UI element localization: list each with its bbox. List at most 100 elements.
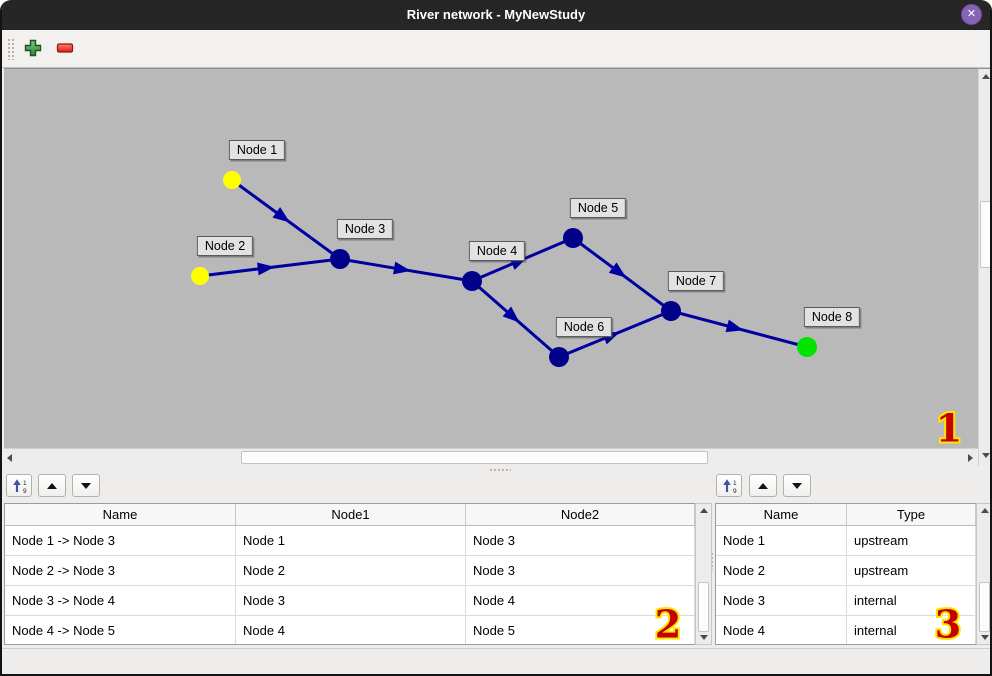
vertical-scroll-thumb[interactable] <box>980 201 990 268</box>
node-label-node-2[interactable]: Node 2 <box>196 236 254 256</box>
close-icon: ✕ <box>966 8 977 20</box>
scroll-up-arrow-icon[interactable] <box>981 508 989 513</box>
node-label-node-3[interactable]: Node 3 <box>336 219 394 239</box>
nodes-move-down-button[interactable] <box>783 474 811 497</box>
edge-arrow-icon <box>608 262 627 278</box>
column-header-name[interactable]: Name <box>716 504 847 525</box>
table-cell[interactable]: upstream <box>847 526 976 555</box>
column-header-name[interactable]: Name <box>5 504 236 525</box>
sort-numeric-icon: 1 9 <box>12 478 27 494</box>
edge-arrow-icon <box>725 319 744 333</box>
remove-button[interactable] <box>54 37 76 59</box>
table-cell[interactable]: Node 5 <box>466 616 695 644</box>
links-move-up-button[interactable] <box>38 474 66 497</box>
node-label-node-4[interactable]: Node 4 <box>468 241 526 261</box>
table-cell[interactable]: Node 4 <box>236 616 466 644</box>
table-cell[interactable]: Node 2 -> Node 3 <box>5 556 236 585</box>
status-bar <box>2 648 990 674</box>
horizontal-scroll-thumb[interactable] <box>241 451 708 464</box>
scroll-left-arrow-icon[interactable] <box>7 454 12 462</box>
triangle-up-icon <box>758 482 768 489</box>
table-cell[interactable]: Node 3 <box>466 556 695 585</box>
table-cell[interactable]: Node 2 <box>716 556 847 585</box>
window-title: River network - MyNewStudy <box>406 7 586 22</box>
network-canvas[interactable]: Node 1 Node 2 Node 3 Node 4 Node 5 Node 6 Node… <box>4 68 978 448</box>
scroll-right-arrow-icon[interactable] <box>968 454 973 462</box>
sort-numeric-icon: 1 9 <box>722 478 737 494</box>
node-circle-node-6[interactable] <box>549 347 569 367</box>
links-table-scrollbar[interactable] <box>695 503 712 645</box>
svg-text:9: 9 <box>733 488 737 494</box>
column-header-type[interactable]: Type <box>847 504 976 525</box>
nodes-table-scrollbar[interactable] <box>976 503 990 645</box>
scroll-down-arrow-icon[interactable] <box>982 453 990 458</box>
scroll-down-arrow-icon[interactable] <box>981 635 989 640</box>
column-header-node1[interactable]: Node1 <box>236 504 466 525</box>
table-splitter-handle[interactable] <box>710 552 714 570</box>
node-circle-node-1[interactable] <box>223 171 241 189</box>
svg-text:1: 1 <box>23 480 27 487</box>
node-label-node-6[interactable]: Node 6 <box>555 317 613 337</box>
table-cell[interactable]: upstream <box>847 556 976 585</box>
table-cell[interactable]: Node 4 -> Node 5 <box>5 616 236 644</box>
node-circle-node-4[interactable] <box>462 271 482 291</box>
vertical-scroll-thumb[interactable] <box>698 582 709 632</box>
node-label-node-7[interactable]: Node 7 <box>667 271 725 291</box>
node-label-node-1[interactable]: Node 1 <box>228 140 286 160</box>
table-cell[interactable]: Node 1 <box>236 526 466 555</box>
vertical-scroll-thumb[interactable] <box>979 582 990 632</box>
links-move-down-button[interactable] <box>72 474 100 497</box>
close-button[interactable]: ✕ <box>961 4 982 25</box>
edge-arrow-icon <box>393 261 411 275</box>
node-circle-node-5[interactable] <box>563 228 583 248</box>
table-cell[interactable]: Node 1 <box>716 526 847 555</box>
node-label-node-8[interactable]: Node 8 <box>803 307 861 327</box>
node-circle-node-7[interactable] <box>661 301 681 321</box>
add-button[interactable] <box>22 37 44 59</box>
table-cell[interactable]: Node 4 <box>466 586 695 615</box>
table-cell[interactable]: Node 1 -> Node 3 <box>5 526 236 555</box>
svg-text:1: 1 <box>733 480 737 487</box>
scroll-down-arrow-icon[interactable] <box>700 635 708 640</box>
titlebar: River network - MyNewStudy ✕ <box>2 0 990 30</box>
canvas-vertical-scrollbar[interactable] <box>978 68 990 466</box>
toolbar-drag-handle[interactable] <box>7 38 15 60</box>
table-cell[interactable]: Node 2 <box>236 556 466 585</box>
scroll-up-arrow-icon[interactable] <box>982 74 990 79</box>
panel-splitter-handle[interactable] <box>489 468 511 472</box>
node-circle-node-2[interactable] <box>191 267 209 285</box>
main-toolbar <box>2 30 990 68</box>
table-cell[interactable]: internal <box>847 586 976 615</box>
links-sort-button[interactable]: 1 9 <box>6 474 32 497</box>
canvas-horizontal-scrollbar[interactable] <box>4 448 978 466</box>
table-cell[interactable]: internal <box>847 616 976 644</box>
table-cell[interactable]: Node 3 <box>466 526 695 555</box>
table-cell[interactable]: Node 3 <box>716 586 847 615</box>
triangle-down-icon <box>81 482 91 489</box>
nodes-sort-button[interactable]: 1 9 <box>716 474 742 497</box>
plus-icon <box>24 39 42 57</box>
nodes-move-up-button[interactable] <box>749 474 777 497</box>
column-header-node2[interactable]: Node2 <box>466 504 695 525</box>
edge-arrow-icon <box>257 262 275 276</box>
edge-arrow-icon <box>272 207 291 223</box>
node-circle-node-3[interactable] <box>330 249 350 269</box>
scroll-up-arrow-icon[interactable] <box>700 508 708 513</box>
table-cell[interactable]: Node 3 <box>236 586 466 615</box>
table-cell[interactable]: Node 4 <box>716 616 847 644</box>
table-cell[interactable]: Node 3 -> Node 4 <box>5 586 236 615</box>
svg-text:9: 9 <box>23 488 27 494</box>
triangle-down-icon <box>792 482 802 489</box>
node-circle-node-8[interactable] <box>797 337 817 357</box>
node-label-node-5[interactable]: Node 5 <box>569 198 627 218</box>
